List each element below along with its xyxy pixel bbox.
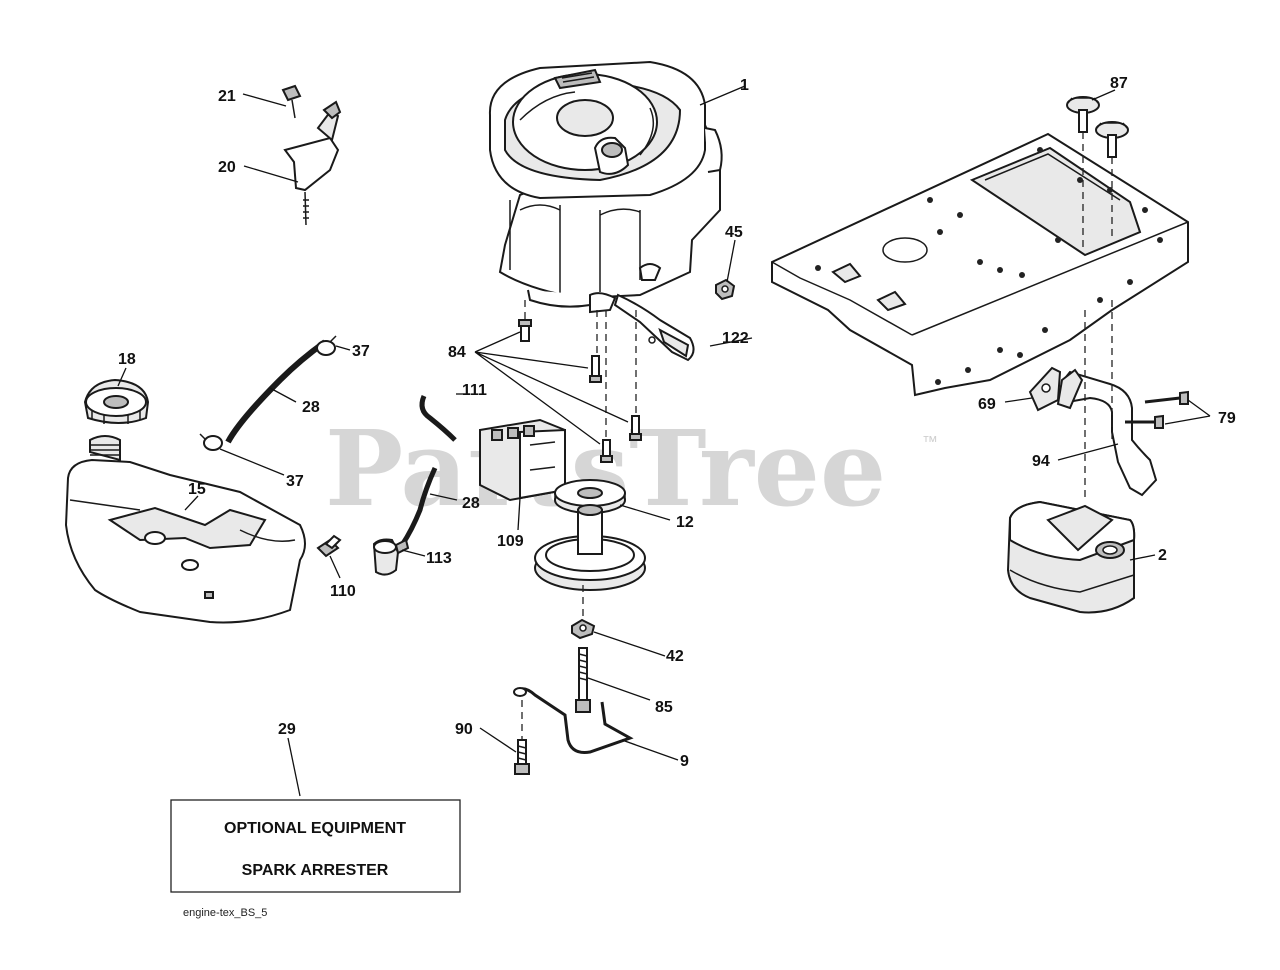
diagram-code: engine-tex_BS_5 xyxy=(183,907,267,919)
callout-37-lower[interactable]: 37 xyxy=(286,473,304,490)
callout-122[interactable]: 122 xyxy=(722,330,749,347)
callout-28-lower[interactable]: 28 xyxy=(462,495,480,512)
washer-42[interactable] xyxy=(571,618,596,640)
fuel-line-28-upper[interactable] xyxy=(225,339,327,444)
callout-2[interactable]: 2 xyxy=(1158,547,1167,564)
leader-85 xyxy=(587,677,651,701)
fuel-filter-113[interactable] xyxy=(372,538,410,576)
fuel-line-28-lower[interactable] xyxy=(399,466,438,547)
callout-79[interactable]: 79 xyxy=(1218,410,1236,427)
callout-111[interactable]: 111 xyxy=(462,382,487,399)
callout-42[interactable]: 42 xyxy=(666,648,684,665)
optional-equipment-label: OPTIONAL EQUIPMENT xyxy=(224,820,406,837)
spark-arrester-label: SPARK ARRESTER xyxy=(242,862,389,879)
leader-37-lower xyxy=(219,448,285,476)
leader-2 xyxy=(1129,554,1156,561)
leader-42 xyxy=(593,631,666,657)
callout-109[interactable]: 109 xyxy=(497,533,524,550)
rod-9[interactable] xyxy=(513,687,634,754)
watermark-trademark: ™ xyxy=(922,434,938,451)
leader-15 xyxy=(184,495,199,511)
throttle-control-20[interactable] xyxy=(283,100,342,226)
leader-110 xyxy=(329,555,341,579)
clamp-37-upper[interactable] xyxy=(316,335,337,356)
leader-84 xyxy=(474,331,629,445)
callout-28-upper[interactable]: 28 xyxy=(302,399,320,416)
fuel-tank-15[interactable] xyxy=(64,435,306,624)
callout-69[interactable]: 69 xyxy=(978,396,996,413)
leader-122 xyxy=(709,337,753,347)
nut-45[interactable] xyxy=(715,278,736,301)
leader-94 xyxy=(1057,443,1119,461)
callout-90[interactable]: 90 xyxy=(455,721,473,738)
callout-84[interactable]: 84 xyxy=(448,344,466,361)
fitting-110[interactable] xyxy=(316,534,342,558)
callout-29[interactable]: 29 xyxy=(278,721,296,738)
clamp-37-lower[interactable] xyxy=(199,433,223,451)
leader-28-lower xyxy=(429,493,458,501)
callout-12[interactable]: 12 xyxy=(676,514,694,531)
guide-87 xyxy=(1082,132,1113,248)
pulley-12[interactable] xyxy=(554,479,626,514)
callout-85[interactable]: 85 xyxy=(655,699,673,716)
callout-15[interactable]: 15 xyxy=(188,481,206,498)
module-109[interactable] xyxy=(479,418,566,502)
leader-28-upper xyxy=(269,387,297,403)
callout-87[interactable]: 87 xyxy=(1110,75,1128,92)
guide-94 xyxy=(1084,300,1113,500)
optional-equipment-box xyxy=(170,799,461,893)
callout-21[interactable]: 21 xyxy=(218,88,236,105)
engine[interactable] xyxy=(488,60,723,314)
leader-113 xyxy=(401,549,426,557)
frame-plate[interactable] xyxy=(771,132,1189,397)
callout-1[interactable]: 1 xyxy=(740,77,749,94)
bolt-90[interactable] xyxy=(514,739,530,775)
bolts-84[interactable] xyxy=(518,319,642,463)
fuel-cap-18[interactable] xyxy=(83,378,150,424)
bolts-87[interactable] xyxy=(1066,96,1129,158)
leader-21 xyxy=(242,93,287,107)
leader-69 xyxy=(1004,397,1033,403)
leader-90 xyxy=(479,727,517,753)
leader-1 xyxy=(699,85,746,106)
leader-79 xyxy=(1164,399,1211,425)
exhaust-pipe-94[interactable] xyxy=(1056,368,1158,497)
callout-9[interactable]: 9 xyxy=(680,753,689,770)
callout-94[interactable]: 94 xyxy=(1032,453,1050,470)
callout-37-upper[interactable]: 37 xyxy=(352,343,370,360)
leader-18 xyxy=(117,367,127,387)
leader-20 xyxy=(243,165,299,183)
bolt-85[interactable] xyxy=(575,647,591,713)
callout-110[interactable]: 110 xyxy=(330,583,356,600)
callout-45[interactable]: 45 xyxy=(725,224,743,241)
pulley-large[interactable] xyxy=(534,504,646,591)
leader-109 xyxy=(517,497,521,531)
screw-21[interactable] xyxy=(281,84,302,119)
leader-87 xyxy=(1091,89,1116,101)
leader-29 xyxy=(287,737,301,797)
gasket-69[interactable] xyxy=(1028,366,1062,412)
leader-9 xyxy=(621,739,679,761)
screws-79[interactable] xyxy=(1125,390,1189,429)
callout-113[interactable]: 113 xyxy=(426,550,452,567)
leader-37-upper xyxy=(335,345,351,351)
muffler-2[interactable] xyxy=(1006,500,1136,614)
callout-20[interactable]: 20 xyxy=(218,159,236,176)
fuel-line-111[interactable] xyxy=(419,395,457,442)
callout-18[interactable]: 18 xyxy=(118,351,136,368)
leader-12 xyxy=(619,504,671,521)
engine-bracket[interactable] xyxy=(613,293,695,362)
leader-45 xyxy=(726,239,736,283)
